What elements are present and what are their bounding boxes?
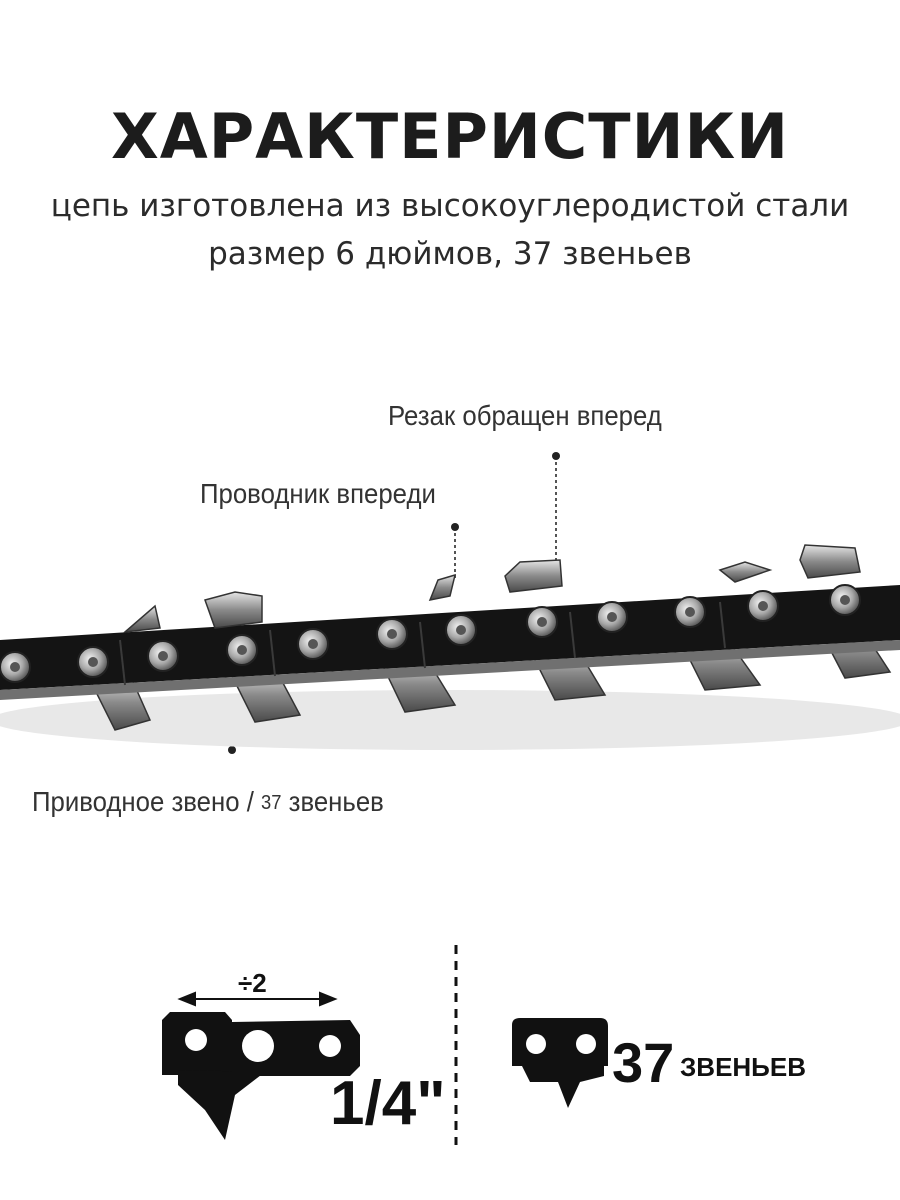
drive-link-word: звеньев [288,786,384,817]
callout-guide: Проводник впереди [200,478,436,509]
leader-cutter-dot [552,452,560,460]
chain-illustration [0,544,900,750]
chain-band-bottom-edge [0,640,900,700]
pitch-arrow [177,991,338,1007]
callout-drive-link: Приводное звено / 37 звеньев [32,786,384,818]
link-plates [119,601,726,686]
cutters [122,544,861,634]
spec-icons [162,945,608,1145]
drive-link-icon [512,1018,608,1108]
pitch-divider-label: ÷2 [238,968,267,998]
chain-link-icon [162,1012,360,1140]
chain-shadow [0,690,900,750]
callout-cutter: Резак обращен вперед [388,400,662,431]
drive-link-count: 37 [261,792,282,814]
pitch-value: 1/4" [330,1069,446,1138]
links-word: ЗВЕНЬЕВ [680,1052,806,1082]
drive-link-label: Приводное звено / [32,786,254,817]
links-count: 37 [612,1031,675,1094]
subtitle-size: размер 6 дюймов, 37 звеньев [208,236,692,272]
rivet-centers [10,595,850,672]
page-title: ХАРАКТЕРИСТИКИ [110,100,790,173]
subtitle-material: цепь изготовлена из высокоуглеродистой с… [50,188,850,224]
